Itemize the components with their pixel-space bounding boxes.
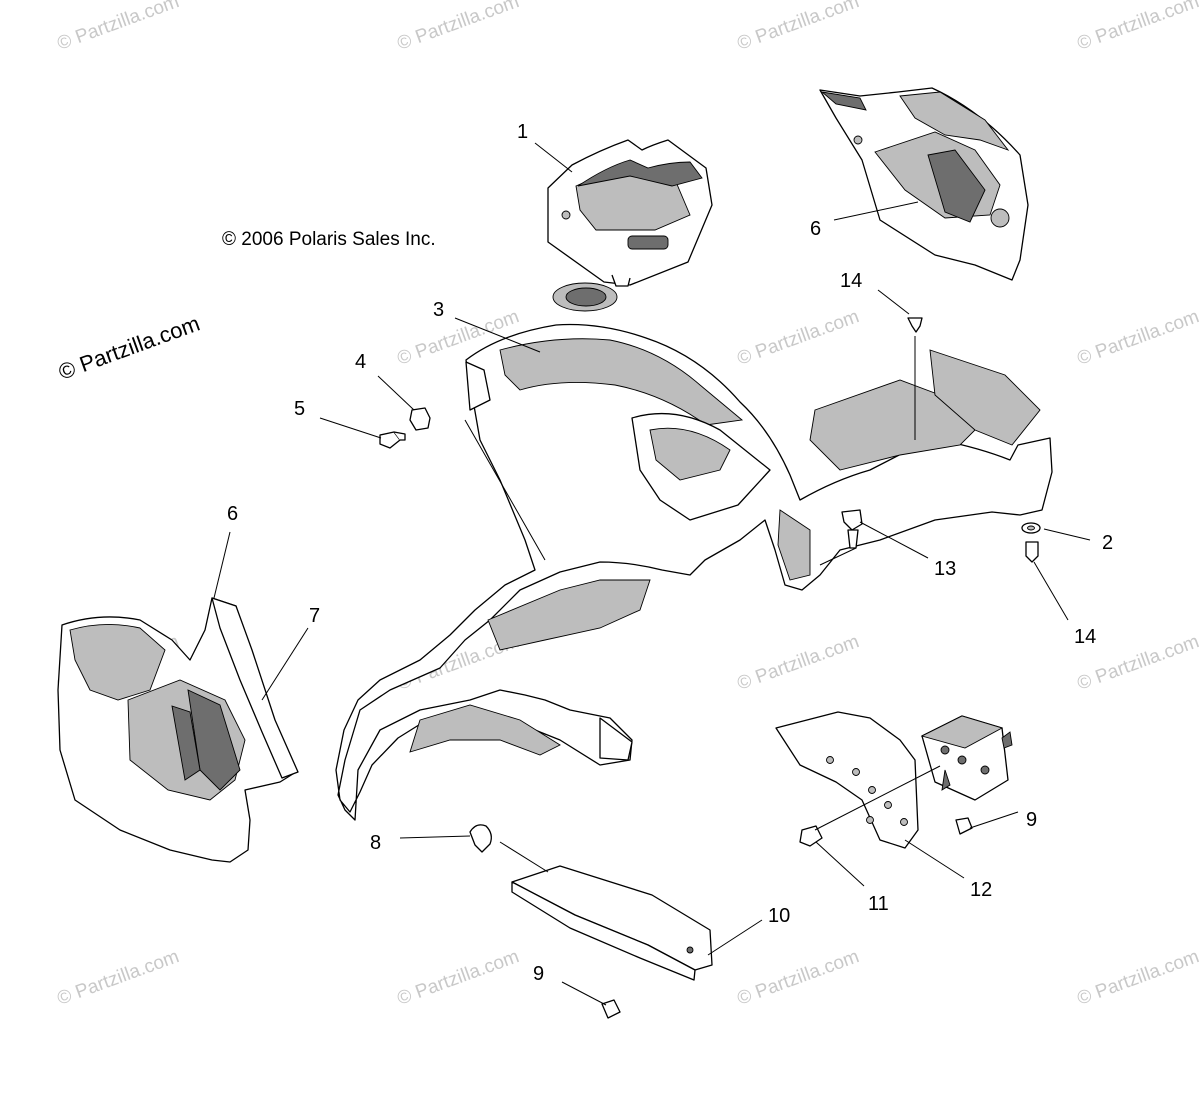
callout-6-lower: 6 xyxy=(227,503,238,525)
watermark: © Partzilla.com xyxy=(735,631,862,695)
switch-relay-block xyxy=(920,715,1013,801)
watermark: © Partzilla.com xyxy=(1075,946,1200,1010)
callout-1: 1 xyxy=(517,121,528,143)
callout-4: 4 xyxy=(355,351,366,373)
part-1-pod-cover xyxy=(547,139,713,287)
watermark: © Partzilla.com xyxy=(1075,306,1200,370)
watermark: © Partzilla.com xyxy=(735,306,862,370)
copyright-text: © 2006 Polaris Sales Inc. xyxy=(222,229,436,250)
hardware-items xyxy=(379,317,1041,1019)
part-3-front-cab xyxy=(335,282,1053,821)
watermark: © Partzilla.com xyxy=(395,0,522,55)
watermark: © Partzilla.com xyxy=(1075,0,1200,55)
part-5-screw xyxy=(379,431,401,449)
callout-5: 5 xyxy=(294,398,305,420)
callout-3: 3 xyxy=(433,299,444,321)
part-4-clip-nut xyxy=(409,407,431,431)
callout-6-upper: 6 xyxy=(810,218,821,240)
part-8-clip xyxy=(469,824,492,853)
part-9-lower-screw xyxy=(601,999,621,1019)
callout-10: 10 xyxy=(768,905,790,927)
callout-11: 11 xyxy=(868,893,889,915)
callout-labels: 1 6 14 3 4 5 6 2 13 7 14 9 8 12 11 10 9 xyxy=(227,121,1113,985)
callout-14-upper: 14 xyxy=(840,270,862,292)
part-14-upper-pin xyxy=(907,317,923,333)
leader-lines xyxy=(213,142,1091,1006)
callout-2: 2 xyxy=(1102,532,1113,554)
part-9-upper-screw xyxy=(955,817,973,835)
callout-9-lower: 9 xyxy=(533,963,544,985)
watermark: © Partzilla.com xyxy=(55,946,182,1010)
part-6-upper-storage-cover xyxy=(819,87,1029,281)
callout-14-lower: 14 xyxy=(1074,626,1096,648)
callout-8: 8 xyxy=(370,832,381,854)
watermark: © Partzilla.com xyxy=(735,946,862,1010)
watermark: © Partzilla.com xyxy=(395,946,522,1010)
callout-7: 7 xyxy=(309,605,320,627)
part-12-splash-plate xyxy=(775,711,919,849)
part-13-push-rivet xyxy=(841,509,863,531)
part-7-side-panel xyxy=(57,597,299,863)
watermark: © Partzilla.com xyxy=(735,0,862,55)
callout-12: 12 xyxy=(970,879,992,901)
part-14-lower-pin xyxy=(1025,541,1039,563)
callout-9-upper: 9 xyxy=(1026,809,1037,831)
partzilla-brand: © Partzilla.com xyxy=(55,311,203,385)
watermark: © Partzilla.com xyxy=(55,0,182,55)
part-11-nut xyxy=(799,825,823,847)
part-10-tray-bracket xyxy=(511,865,713,981)
callout-13: 13 xyxy=(934,558,956,580)
